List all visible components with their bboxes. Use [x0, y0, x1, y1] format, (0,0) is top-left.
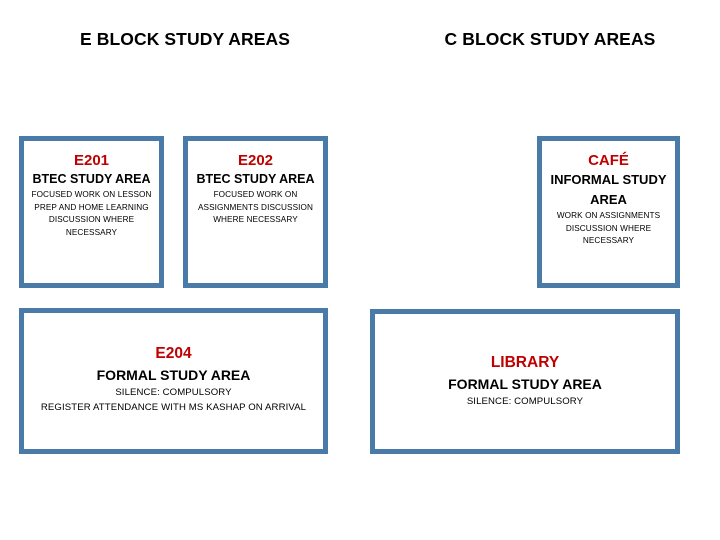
room-title-e204: E204: [155, 345, 192, 362]
room-card-cafe-content: CAFÉ INFORMAL STUDY AREA WORK ON ASSIGNM…: [542, 141, 675, 248]
room-title-cafe: CAFÉ: [588, 152, 629, 169]
room-subtitle-library: FORMAL STUDY AREA: [448, 376, 602, 392]
room-description-cafe: WORK ON ASSIGNMENTS DISCUSSION WHERE NEC…: [556, 211, 661, 246]
room-title-library: LIBRARY: [490, 354, 560, 371]
room-title-e202: E202: [237, 152, 274, 169]
room-subtitle-e204: FORMAL STUDY AREA: [96, 367, 251, 383]
room-title-e201: E201: [73, 152, 110, 169]
room-subtitle-cafe: INFORMAL STUDY AREA: [550, 172, 667, 207]
room-subtitle-e201: BTEC STUDY AREA: [32, 172, 151, 186]
room-card-e204-content: E204 FORMAL STUDY AREA SILENCE: COMPULSO…: [24, 313, 323, 415]
room-description-e204-line2: REGISTER ATTENDANCE WITH MS KASHAP ON AR…: [40, 401, 307, 413]
heading-c-block-study-areas: C BLOCK STUDY AREAS: [444, 29, 656, 49]
room-card-e201: E201 BTEC STUDY AREA FOCUSED WORK ON LES…: [19, 136, 164, 288]
room-description-e202: FOCUSED WORK ON ASSIGNMENTS DISCUSSION W…: [197, 190, 314, 225]
room-subtitle-e202: BTEC STUDY AREA: [196, 172, 315, 186]
room-description-e204-line1: SILENCE: COMPULSORY: [115, 387, 232, 398]
room-card-e201-content: E201 BTEC STUDY AREA FOCUSED WORK ON LES…: [24, 141, 159, 239]
room-description-library: SILENCE: COMPULSORY: [466, 396, 584, 407]
room-card-library-content: LIBRARY FORMAL STUDY AREA SILENCE: COMPU…: [375, 314, 675, 410]
room-card-library: LIBRARY FORMAL STUDY AREA SILENCE: COMPU…: [370, 309, 680, 454]
room-card-e204: E204 FORMAL STUDY AREA SILENCE: COMPULSO…: [19, 308, 328, 454]
room-description-e201: FOCUSED WORK ON LESSON PREP AND HOME LEA…: [31, 190, 152, 237]
room-card-e202-content: E202 BTEC STUDY AREA FOCUSED WORK ON ASS…: [188, 141, 323, 227]
room-card-cafe: CAFÉ INFORMAL STUDY AREA WORK ON ASSIGNM…: [537, 136, 680, 288]
heading-e-block-study-areas: E BLOCK STUDY AREAS: [80, 29, 290, 49]
room-card-e202: E202 BTEC STUDY AREA FOCUSED WORK ON ASS…: [183, 136, 328, 288]
